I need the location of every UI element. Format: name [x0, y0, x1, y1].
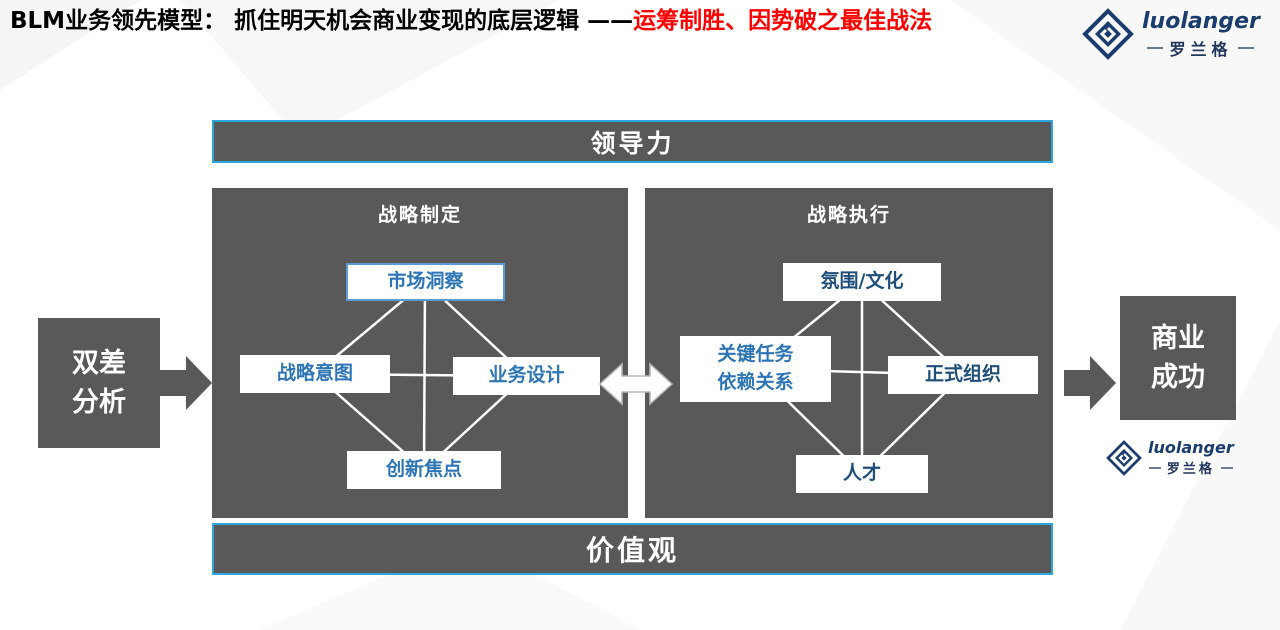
brand-logo-top: luolanger 罗兰格 — [1082, 8, 1260, 60]
node-culture: 氛围/文化 — [783, 263, 941, 301]
brand-name-cn: 罗兰格 — [1169, 39, 1233, 59]
decorative-rule — [1148, 466, 1161, 469]
title-main: BLM业务领先模型： 抓住明天机会商业变现的底层逻辑 —— — [10, 8, 634, 34]
brand-logo-bottom: luolanger 罗兰格 — [1106, 438, 1234, 477]
leadership-bar: 领导力 — [212, 120, 1053, 163]
node-talent: 人才 — [796, 455, 928, 493]
decorative-rule — [1238, 46, 1255, 49]
decorative-rule — [1220, 466, 1233, 469]
brand-name-cn: 罗兰格 — [1166, 462, 1215, 477]
node-strategic-intent: 战略意图 — [240, 355, 390, 393]
node-business-design: 业务设计 — [453, 357, 600, 395]
arrow-right-icon — [1064, 356, 1116, 410]
decorative-rule — [1147, 46, 1164, 49]
node-market-insight: 市场洞察 — [346, 263, 505, 301]
panel-title-formulation: 战略制定 — [377, 204, 462, 226]
business-success-box: 商业 成功 — [1120, 296, 1236, 420]
strategy-execution-panel: 战略执行 氛围/文化 关键任务 依赖关系 正式组织 人才 — [645, 188, 1053, 518]
brand-texts: luolanger 罗兰格 — [1148, 438, 1234, 477]
page-title: BLM业务领先模型： 抓住明天机会商业变现的底层逻辑 ——运筹制胜、因势破之最佳… — [10, 6, 1058, 38]
values-bar: 价值观 — [212, 523, 1053, 575]
brand-name-cn-row: 罗兰格 — [1148, 458, 1233, 477]
node-key-tasks: 关键任务 依赖关系 — [680, 336, 831, 402]
node-formal-organization: 正式组织 — [888, 356, 1038, 394]
strategy-formulation-panel: 战略制定 市场洞察 战略意图 业务设计 创新焦点 — [212, 188, 628, 518]
diamond-logo-icon — [1106, 439, 1142, 476]
arrow-right-icon — [160, 356, 212, 410]
title-highlight: 运筹制胜、因势破之最佳战法 — [633, 8, 933, 34]
brand-texts: luolanger 罗兰格 — [1142, 9, 1260, 60]
node-innovation-focus: 创新焦点 — [347, 451, 501, 489]
brand-name-cn-row: 罗兰格 — [1147, 36, 1255, 60]
brand-name: luolanger — [1148, 438, 1234, 457]
double-arrow-icon — [598, 362, 674, 406]
panel-title-execution: 战略执行 — [806, 204, 891, 226]
brand-name: luolanger — [1142, 8, 1260, 34]
gap-analysis-box: 双差 分析 — [38, 318, 160, 448]
diamond-logo-icon — [1082, 8, 1134, 60]
